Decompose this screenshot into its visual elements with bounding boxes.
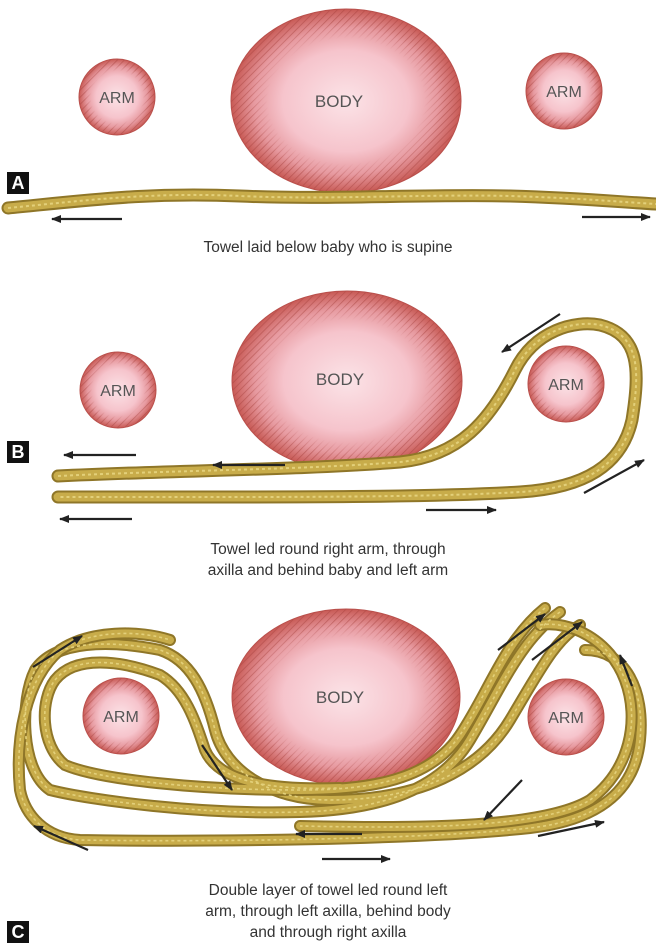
arrow-right-descending bbox=[484, 780, 522, 820]
left-arm-label: ARM bbox=[99, 90, 135, 107]
caption-line: Towel led round right arm, through bbox=[0, 539, 656, 560]
caption-b: Towel led round right arm, through axill… bbox=[0, 539, 656, 581]
caption-c: Double layer of towel led round left arm… bbox=[0, 880, 656, 943]
right-arm-label: ARM bbox=[546, 84, 582, 101]
left-arm-label: ARM bbox=[100, 383, 136, 400]
caption-a: Towel laid below baby who is supine bbox=[0, 237, 656, 258]
caption-line: and through right axilla bbox=[0, 922, 656, 943]
caption-line: Towel laid below baby who is supine bbox=[0, 237, 656, 258]
right-arm-label: ARM bbox=[548, 710, 584, 727]
caption-line: axilla and behind baby and left arm bbox=[0, 560, 656, 581]
panel-a: BODY ARM ARM bbox=[8, 9, 656, 219]
caption-line: Double layer of towel led round left bbox=[0, 880, 656, 901]
right-arm-label: ARM bbox=[548, 377, 584, 394]
body-label: BODY bbox=[316, 370, 364, 389]
panel-b: BODY ARM ARM bbox=[58, 291, 644, 519]
left-arm-label: ARM bbox=[103, 709, 139, 726]
panel-letter-b: B bbox=[7, 441, 29, 463]
panel-c: BODY ARM ARM bbox=[19, 608, 641, 859]
body-label: BODY bbox=[315, 92, 363, 111]
caption-line: arm, through left axilla, behind body bbox=[0, 901, 656, 922]
towel bbox=[8, 195, 656, 208]
body-label: BODY bbox=[316, 688, 364, 707]
panel-letter-a: A bbox=[7, 172, 29, 194]
